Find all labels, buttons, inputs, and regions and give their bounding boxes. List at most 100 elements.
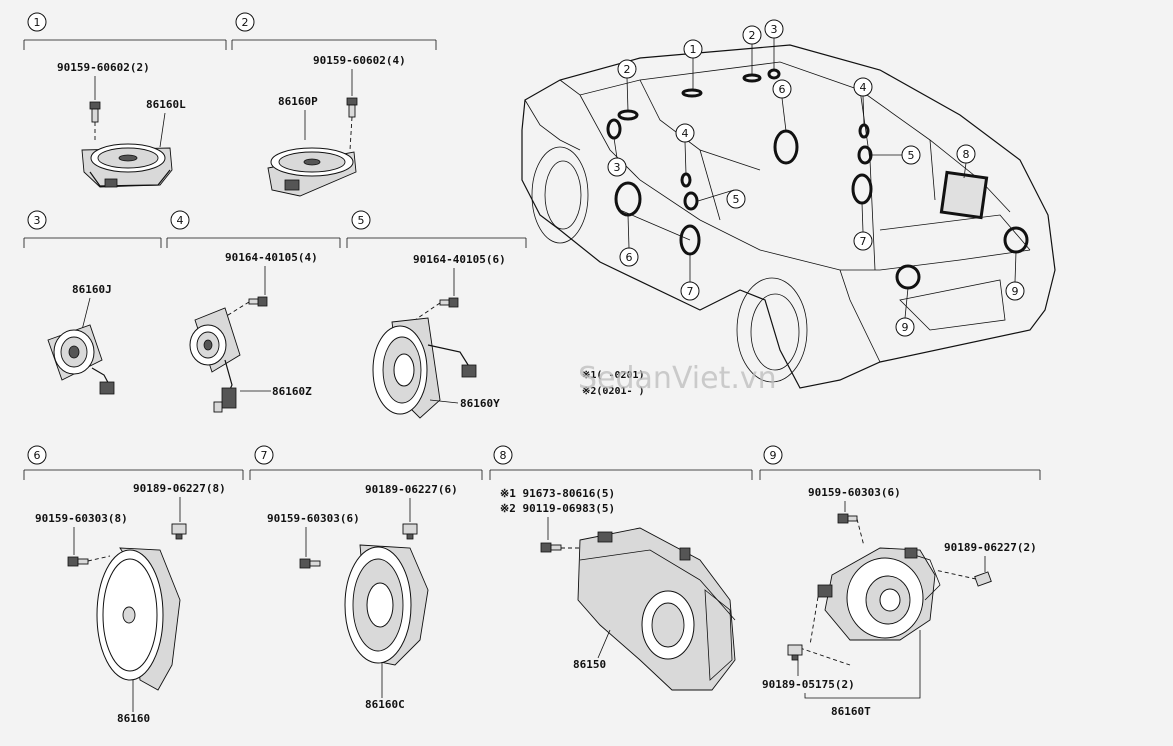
callout-5: 5 <box>726 189 746 209</box>
svg-text:5: 5 <box>733 193 740 206</box>
callout-2: 2 <box>617 59 637 79</box>
door-speaker-86160C-drawing <box>344 544 429 666</box>
section-5: 5 90164-40105(6) 86160Y <box>346 210 527 419</box>
bolt-part-number: 90159-60303(8) <box>35 512 128 525</box>
speaker-position-9-right <box>1003 226 1029 254</box>
bolt-part-number: 90159-60602(4) <box>313 54 406 67</box>
svg-text:3: 3 <box>771 23 778 36</box>
callout-4: 4 <box>853 77 873 97</box>
clip-icon <box>974 571 992 587</box>
speaker-part-number: 86160Z <box>272 385 312 398</box>
svg-text:8: 8 <box>963 148 970 161</box>
callout-7: 7 <box>680 281 700 301</box>
speaker-position-6-front <box>614 181 642 217</box>
bolt-part-number: 90159-60303(6) <box>267 512 360 525</box>
callout-3: 3 <box>764 19 784 39</box>
clip-part-number: 90189-06227(8) <box>133 482 226 495</box>
svg-text:9: 9 <box>902 321 909 334</box>
speaker-position-2-left <box>617 109 639 121</box>
callout-4: 4 <box>675 123 695 143</box>
bolt-icon <box>346 97 358 118</box>
callout-1: 1 <box>683 39 703 59</box>
speaker-position-5-rear <box>857 145 873 165</box>
callout-9: 9 <box>1005 281 1025 301</box>
bolt-icon <box>299 558 321 569</box>
svg-text:7: 7 <box>860 235 867 248</box>
section-number: 6 <box>34 449 41 462</box>
callout-2: 2 <box>742 25 762 45</box>
svg-text:6: 6 <box>779 83 786 96</box>
svg-text:5: 5 <box>908 149 915 162</box>
rear-speaker-86160T-drawing <box>817 547 941 641</box>
section-8: 8 ※1 91673-80616(5) ※2 90119-06983(5) 86… <box>489 445 753 691</box>
clip-part-number: 90189-06227(6) <box>365 483 458 496</box>
speaker-position-3-left <box>606 118 622 140</box>
speaker-part-number: 86160 <box>117 712 150 725</box>
section-7: 7 90189-06227(6) 90159-60303(6) 86160C <box>249 445 483 711</box>
section-number-badge <box>235 12 255 32</box>
vehicle-speaker-layout: 1 2 2 3 3 4 4 5 5 6 6 7 7 8 9 9 <box>521 19 1056 389</box>
section-number: 9 <box>770 449 777 462</box>
section-number-badge <box>493 445 513 465</box>
svg-text:6: 6 <box>626 251 633 264</box>
vehicle-note-1: ※1( -0201) <box>582 370 645 381</box>
speaker-position-7-rear <box>851 173 873 205</box>
speaker-part-number: 86160L <box>146 98 186 111</box>
callout-8: 8 <box>956 144 976 164</box>
clip-part-number: 90189-06227(2) <box>944 541 1037 554</box>
speaker-part-number: 86160P <box>278 95 318 108</box>
speaker-part-number: 86160J <box>72 283 112 296</box>
clip-icon <box>402 523 418 540</box>
section-number: 8 <box>500 449 507 462</box>
subwoofer-position-8 <box>939 170 989 220</box>
mid-speaker-86160Y-drawing <box>372 317 477 419</box>
speaker-position-9-left <box>895 264 921 290</box>
speaker-position-5-front <box>683 191 699 211</box>
svg-text:4: 4 <box>682 127 689 140</box>
section-number: 3 <box>34 214 41 227</box>
subwoofer-box-86150-drawing <box>577 527 736 691</box>
bolt-icon <box>89 101 101 123</box>
callout-6: 6 <box>619 247 639 267</box>
bolt-icon <box>837 513 858 524</box>
section-6: 6 90189-06227(8) 90159-60303(8) 86160 <box>23 445 244 725</box>
clip-icon <box>787 644 803 661</box>
svg-text:1: 1 <box>690 43 697 56</box>
bolt-note-2: ※2 90119-06983(5) <box>500 502 615 515</box>
section-number: 2 <box>242 16 249 29</box>
speaker-position-3-right <box>767 68 781 80</box>
speaker-position-4-front <box>680 172 692 188</box>
svg-text:3: 3 <box>614 161 621 174</box>
bolt-part-number: 90164-40105(4) <box>225 251 318 264</box>
section-number-badge <box>27 210 47 230</box>
section-number-badge <box>254 445 274 465</box>
speaker-position-6-rear <box>773 129 799 165</box>
callout-5: 5 <box>901 145 921 165</box>
section-9: 9 90159-60303(6) 90189-06227(2) 90189-05… <box>759 445 1041 718</box>
section-number-badge <box>351 210 371 230</box>
svg-text:7: 7 <box>687 285 694 298</box>
callout-9: 9 <box>895 317 915 337</box>
section-1: 1 90159-60602(2) 86160L <box>23 12 227 188</box>
section-3: 3 86160J <box>23 210 162 395</box>
vehicle-note-2: ※2(0201- ) <box>582 386 645 397</box>
bolt-note-1: ※1 91673-80616(5) <box>500 487 615 500</box>
speaker-position-1 <box>681 88 703 98</box>
section-number-badge <box>170 210 190 230</box>
callout-6: 6 <box>772 79 792 99</box>
speaker-part-number: 86150 <box>573 658 606 671</box>
svg-text:9: 9 <box>1012 285 1019 298</box>
callout-3: 3 <box>607 157 627 177</box>
section-number-badge <box>27 445 47 465</box>
callout-7: 7 <box>853 231 873 251</box>
tweeter-speaker-86160J-drawing <box>47 324 115 395</box>
speaker-position-2-right <box>742 73 762 83</box>
section-number: 7 <box>261 449 268 462</box>
speaker-position-4-rear <box>858 123 870 139</box>
tweeter-speaker-86160P-drawing <box>267 147 357 197</box>
clip-icon <box>171 523 187 540</box>
section-4: 4 90164-40105(4) 86160Z <box>166 210 341 413</box>
section-number: 5 <box>358 214 365 227</box>
bolt-part-number: 90159-60602(2) <box>57 61 150 74</box>
